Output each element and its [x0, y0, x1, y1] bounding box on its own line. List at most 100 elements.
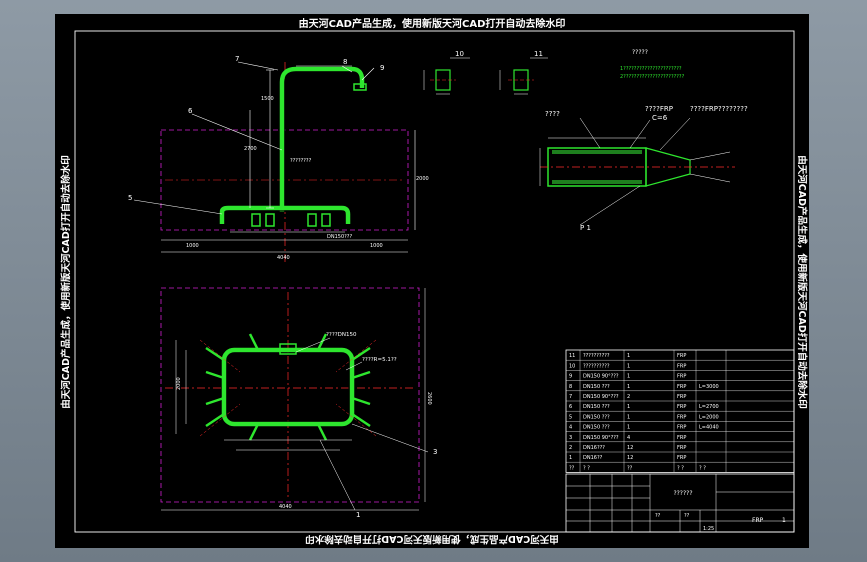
bom-cell-name: ??????????: [583, 363, 610, 369]
diffuser-section: ???? ????FRP C=6 ????FRP???????? P 1: [539, 105, 748, 232]
bom-cell-qty: 1: [627, 384, 630, 390]
bom-cell-mat: FRP: [677, 404, 686, 410]
bom-cell-qty: 1: [627, 374, 630, 380]
bom-cell-no: 8: [569, 384, 572, 390]
bom-cell-mat: FRP: [677, 384, 686, 390]
nozzle-4: [321, 213, 331, 227]
bom-cell-no: 11: [569, 353, 575, 359]
bom-cell-no: 9: [569, 374, 572, 380]
label-p1: P 1: [580, 224, 591, 232]
elevation-view: 1500 2700 2000 4040 1000 1000 7 8 9 6 5 …: [128, 55, 429, 262]
tech-note-2: 2???????????????????????: [620, 74, 685, 80]
bom-cell-no: 6: [569, 404, 572, 410]
bom-cell-no: 4: [569, 425, 572, 431]
bom-cell-qty: 1: [627, 425, 630, 431]
bom-cell-mat: FRP: [677, 363, 686, 369]
watermark-bottom: 由天河CAD产品生成，使用新版天河CAD打开自动去除水印: [305, 533, 558, 545]
callout-7: 7: [235, 55, 239, 63]
bom-cell-note: L=2700: [699, 404, 719, 410]
bom-cell-note: L=2000: [699, 414, 719, 420]
tb-material: FRP: [752, 517, 764, 524]
bom-header-mat: ? ?: [677, 465, 684, 471]
nozzle-1: [251, 213, 261, 227]
bom-header-no: ??: [569, 465, 575, 471]
dim-text-1: 1500: [261, 96, 274, 102]
bom-cell-qty: 1: [627, 404, 630, 410]
tb-sheet: 1: [782, 517, 786, 524]
tech-note-1: 1??????????????????????: [620, 66, 682, 72]
bom-cell-no: 7: [569, 394, 572, 400]
watermark-left: 由天河CAD产品生成，使用新版天河CAD打开自动去除水印: [60, 155, 72, 408]
detail-10: 10: [423, 50, 470, 95]
tb-label-a: ??: [655, 513, 661, 519]
bom-cell-name: ??????????: [583, 353, 610, 359]
bom-header-qty: ??: [627, 465, 633, 471]
plan-dim-3: 2600: [426, 392, 432, 405]
dim-text-3: 2000: [416, 176, 429, 182]
dim-text-5: 1000: [186, 243, 199, 249]
bom-cell-name: DN150 ???: [583, 425, 610, 431]
bom-cell-mat: FRP: [677, 394, 686, 400]
bom-header-note: ? ?: [699, 465, 706, 471]
callout-8: 8: [343, 58, 347, 66]
bom-cell-name: DN150 ???: [583, 404, 610, 410]
bom-cell-mat: FRP: [677, 374, 686, 380]
inner-frame: [74, 30, 795, 533]
tb-scale: 1:25: [703, 526, 714, 532]
hatch-bottom: [552, 180, 642, 184]
bom-cell-no: 3: [569, 435, 572, 441]
callout-5: 5: [128, 194, 132, 202]
callout-6: 6: [188, 107, 193, 115]
detail-11: 11: [499, 50, 548, 95]
bom-cell-no: 5: [569, 414, 572, 420]
watermark-right: 由天河CAD产品生成，使用新版天河CAD打开自动去除水印: [796, 155, 808, 408]
dim-text-4: 4040: [277, 255, 290, 261]
phantom-plan-outline: [160, 287, 420, 503]
bom-cell-no: 2: [569, 445, 572, 451]
nozzle-3: [307, 213, 317, 227]
bom-cell-name: DN150 90°???: [583, 374, 619, 380]
dn-note: DN150???: [327, 234, 352, 240]
riser-pipe-outer: [279, 66, 365, 212]
riser-pipe-inner: [284, 71, 360, 212]
bom-cell-qty: 2: [627, 394, 630, 400]
bom-cell-qty: 12: [627, 455, 633, 461]
pipe-note: ????????: [290, 158, 312, 164]
dim-text-2: 2700: [244, 146, 257, 152]
riser-connection: [279, 343, 297, 355]
bom-cell-name: DN150 ???: [583, 384, 610, 390]
bom-cell-note: L=3000: [699, 384, 719, 390]
bom-cell-name: DN16??: [583, 455, 603, 461]
bom-cell-mat: FRP: [677, 414, 686, 420]
nozzle-2: [265, 213, 275, 227]
ring-header-outer: [221, 347, 355, 427]
bom-cell-mat: FRP: [677, 445, 686, 451]
dim-text-6: 1000: [370, 243, 383, 249]
tech-notes-title: ?????: [632, 49, 648, 56]
callout-3: 3: [433, 448, 437, 456]
bom-cell-name: DN16???: [583, 445, 605, 451]
label-frp: ????FRP: [645, 105, 673, 113]
bom-cell-qty: 12: [627, 445, 633, 451]
label-left: ????: [545, 110, 560, 118]
drawing-name: ??????: [673, 490, 692, 497]
bom-cell-name: DN150 ???: [583, 414, 610, 420]
callout-1: 1: [356, 511, 360, 519]
callout-11: 11: [534, 50, 543, 58]
bom-cell-mat: FRP: [677, 425, 686, 431]
callout-9: 9: [380, 64, 384, 72]
plan-note-1: ????DN150: [326, 332, 357, 338]
ring-header-inner: [226, 352, 350, 422]
drawing-sheet: [55, 14, 809, 548]
title-block: ?????? FRP 1 1:25 ?? ??: [565, 473, 795, 533]
bom-cell-qty: 4: [627, 435, 630, 441]
bom-cell-mat: FRP: [677, 435, 686, 441]
bom-cell-qty: 1: [627, 414, 630, 420]
bom-cell-no: 1: [569, 455, 572, 461]
hatch-top: [552, 150, 642, 154]
plan-dim-1: 2000: [176, 377, 182, 390]
bom-cell-no: 10: [569, 363, 575, 369]
